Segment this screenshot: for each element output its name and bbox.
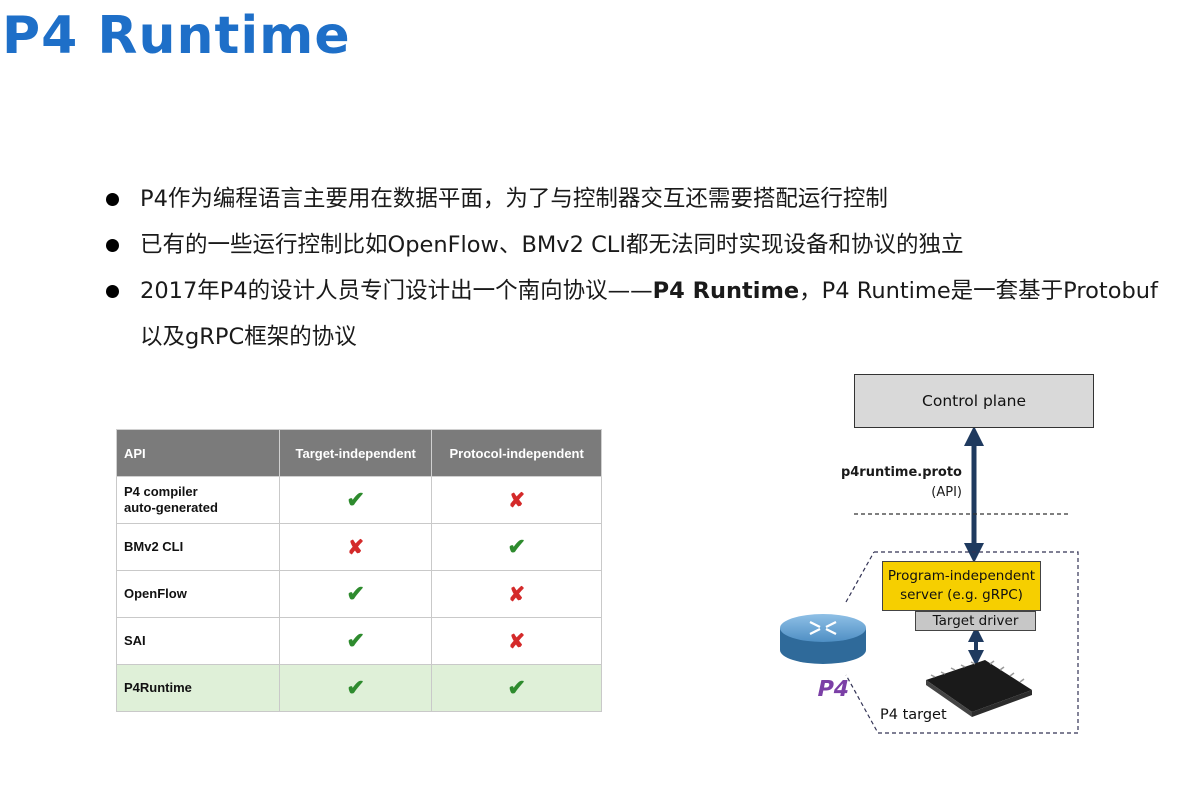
bullet-text: P4作为编程语言主要用在数据平面，为了与控制器交互还需要搭配运行控制 [140, 186, 888, 212]
target-independent-cell: ✘ [278, 523, 433, 571]
server-line-2: server (e.g. gRPC) [900, 587, 1023, 603]
table-row: OpenFlow ✔ ✘ [116, 570, 602, 618]
api-label: (API) [931, 485, 962, 500]
cross-icon: ✘ [508, 583, 526, 606]
bullet-dot-icon [106, 239, 119, 252]
target-driver-box: Target driver [915, 611, 1036, 631]
bullet-dot-icon [106, 285, 119, 298]
chip-logo: P4 [815, 676, 852, 702]
cross-icon: ✘ [347, 536, 365, 559]
table-row: BMv2 CLI ✘ ✔ [116, 523, 602, 571]
bullet-item: 2017年P4的设计人员专门设计出一个南向协议——P4 Runtime，P4 R… [104, 268, 1164, 360]
table-row: SAI✔✘ [116, 617, 602, 665]
router-icon [780, 614, 866, 664]
check-icon: ✔ [346, 675, 365, 700]
cross-icon: ✘ [508, 489, 526, 512]
api-name-cell: OpenFlow [116, 570, 280, 618]
cross-icon: ✘ [508, 630, 526, 653]
check-icon: ✔ [346, 581, 365, 606]
bullet-text-pre: 2017年P4的设计人员专门设计出一个南向协议—— [140, 278, 653, 304]
server-line-1: Program-independent [887, 568, 1036, 584]
bullet-list: P4作为编程语言主要用在数据平面，为了与控制器交互还需要搭配运行控制 已有的一些… [104, 176, 1164, 360]
check-icon: ✔ [507, 534, 526, 559]
check-icon: ✔ [507, 675, 526, 700]
protocol-independent-cell: ✘ [431, 570, 602, 618]
bullet-text-post: ，P4 Runtime是一套基于Protobuf以及gRPC框架的协议 [140, 278, 1158, 350]
header-protocol-independent: Protocol-independent [431, 429, 602, 477]
chip-icon: P4 [815, 660, 1032, 717]
protocol-independent-cell: ✘ [431, 476, 602, 524]
target-boundary [845, 551, 1079, 734]
bullet-item: P4作为编程语言主要用在数据平面，为了与控制器交互还需要搭配运行控制 [104, 176, 1164, 222]
target-independent-cell: ✔ [278, 617, 433, 665]
bullet-text-bold: P4 Runtime [652, 278, 800, 304]
table-row: P4Runtime ✔ ✔ [116, 664, 602, 712]
server-box: Program-independent server (e.g. gRPC) [882, 561, 1041, 611]
control-plane-box: Control plane [854, 374, 1094, 428]
bullet-item: 已有的一些运行控制比如OpenFlow、BMv2 CLI都无法同时实现设备和协议… [104, 222, 1164, 268]
bullet-dot-icon [106, 193, 119, 206]
api-name-cell: BMv2 CLI [116, 523, 280, 571]
check-icon: ✔ [346, 487, 365, 512]
protocol-independent-cell: ✔ [431, 664, 602, 712]
p4-target-label: P4 target [880, 707, 947, 723]
target-independent-cell: ✔ [278, 664, 433, 712]
header-api: API [116, 429, 280, 477]
protocol-independent-cell: ✔ [431, 523, 602, 571]
proto-label: p4runtime.proto [840, 465, 962, 480]
bullet-text: 已有的一些运行控制比如OpenFlow、BMv2 CLI都无法同时实现设备和协议… [140, 232, 964, 258]
api-name-cell: P4Runtime [116, 664, 280, 712]
page-title: P4 Runtime [2, 6, 351, 66]
target-independent-cell: ✔ [278, 476, 433, 524]
api-comparison-table: API Target-independent Protocol-independ… [116, 429, 602, 712]
check-icon: ✔ [346, 628, 365, 653]
